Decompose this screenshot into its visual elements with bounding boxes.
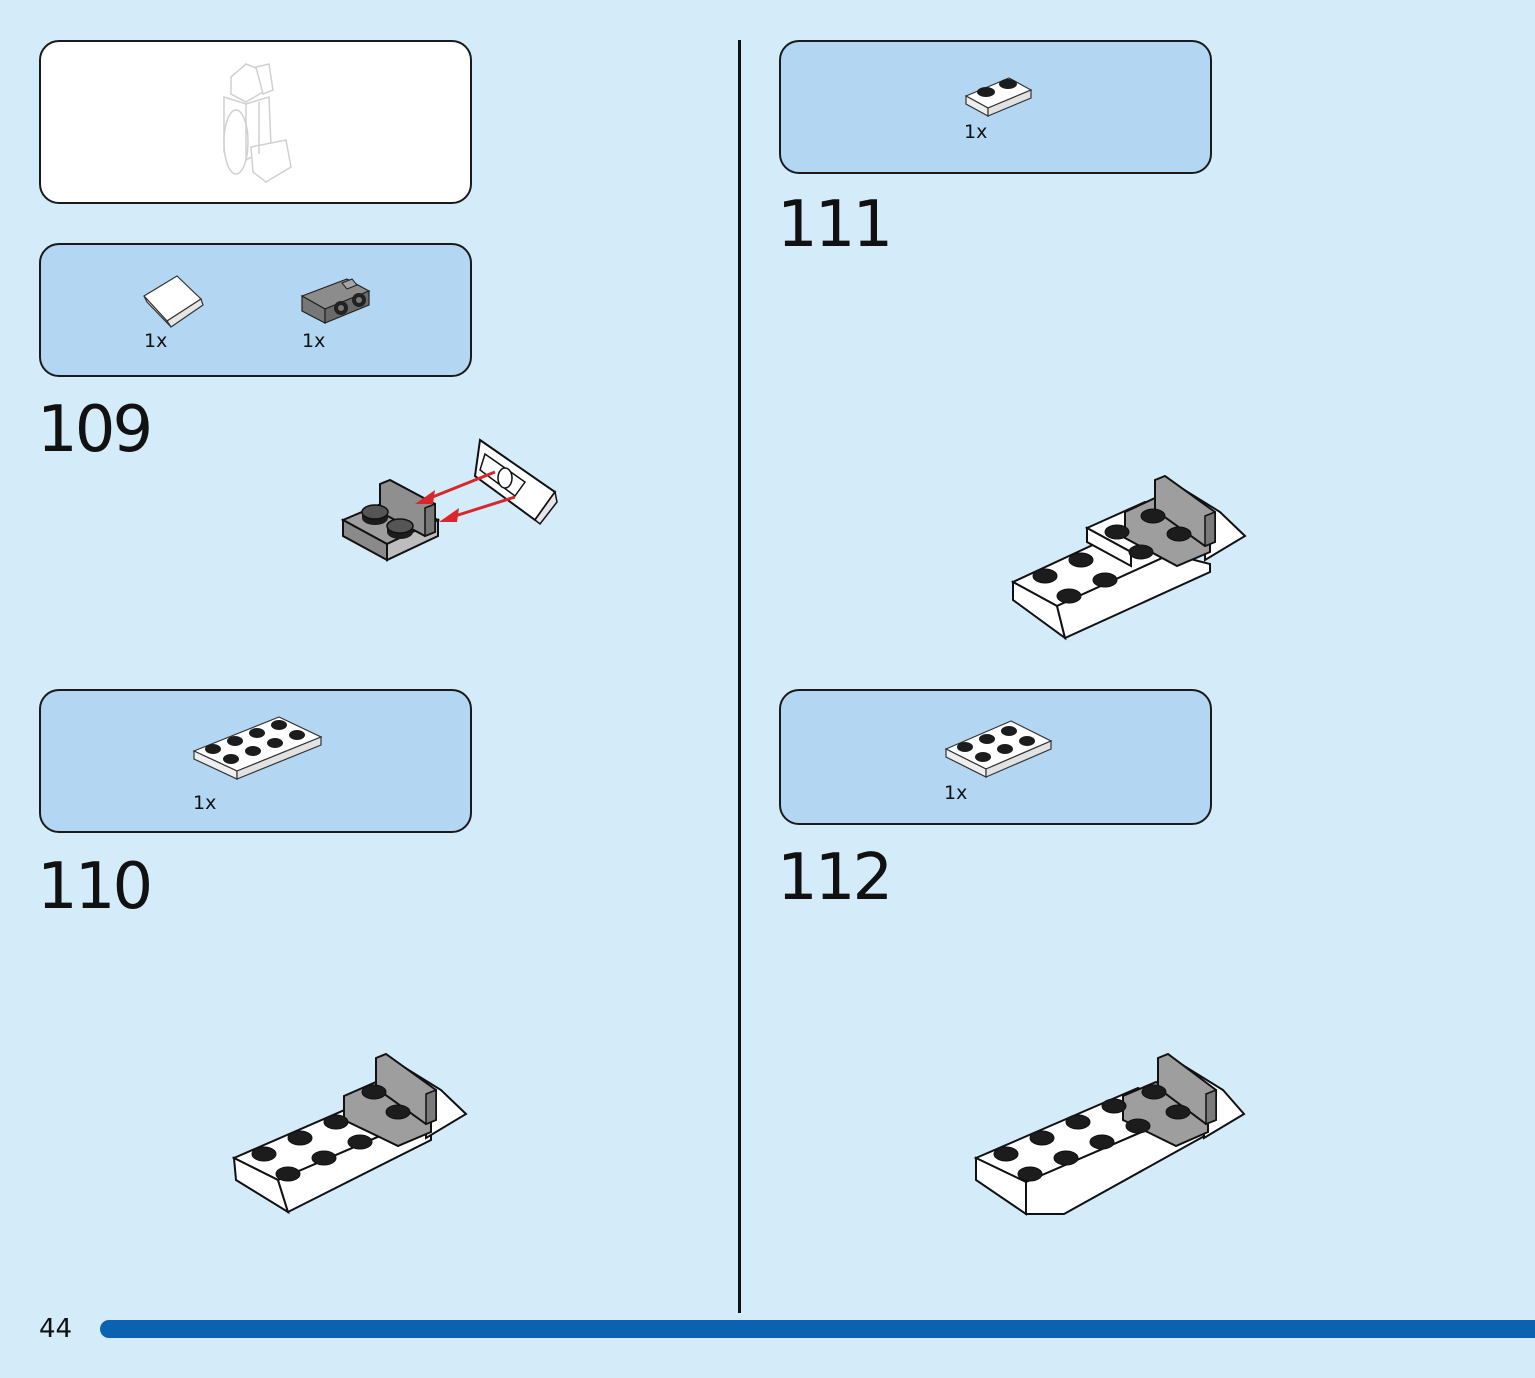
step-number: 109 [37,393,153,467]
step-number: 111 [777,188,893,262]
step-number: 112 [777,841,893,915]
part-quantity: 1x [193,792,217,814]
parts-list-step-110: 1x [39,689,472,833]
column-divider [738,40,741,1313]
plate-1x2-part-icon [964,77,1033,118]
slope-tile-part-icon [143,275,204,328]
part-quantity: 1x [964,121,988,143]
parts-list-step-112: 1x [779,689,1212,825]
part-quantity: 1x [144,330,168,352]
plate-2x4-part-icon [192,716,323,780]
step-number: 110 [37,850,153,924]
part-quantity: 1x [944,782,968,804]
parts-list-step-109: 1x 1x [39,243,472,377]
parts-list-step-111: 1x [779,40,1212,174]
step-111-assembly-illustration [1010,474,1247,641]
plate-2x3-part-icon [944,720,1053,778]
step-109-assembly-illustration [340,438,558,562]
ghost-model-image [223,63,292,183]
footer-bar [100,1320,1535,1338]
step-110-assembly-illustration [231,1052,468,1215]
step-112-assembly-illustration [973,1052,1246,1216]
bracket-plate-part-icon [300,278,371,324]
subassembly-callout [39,40,472,204]
page-number: 44 [39,1314,73,1344]
part-quantity: 1x [302,330,326,352]
